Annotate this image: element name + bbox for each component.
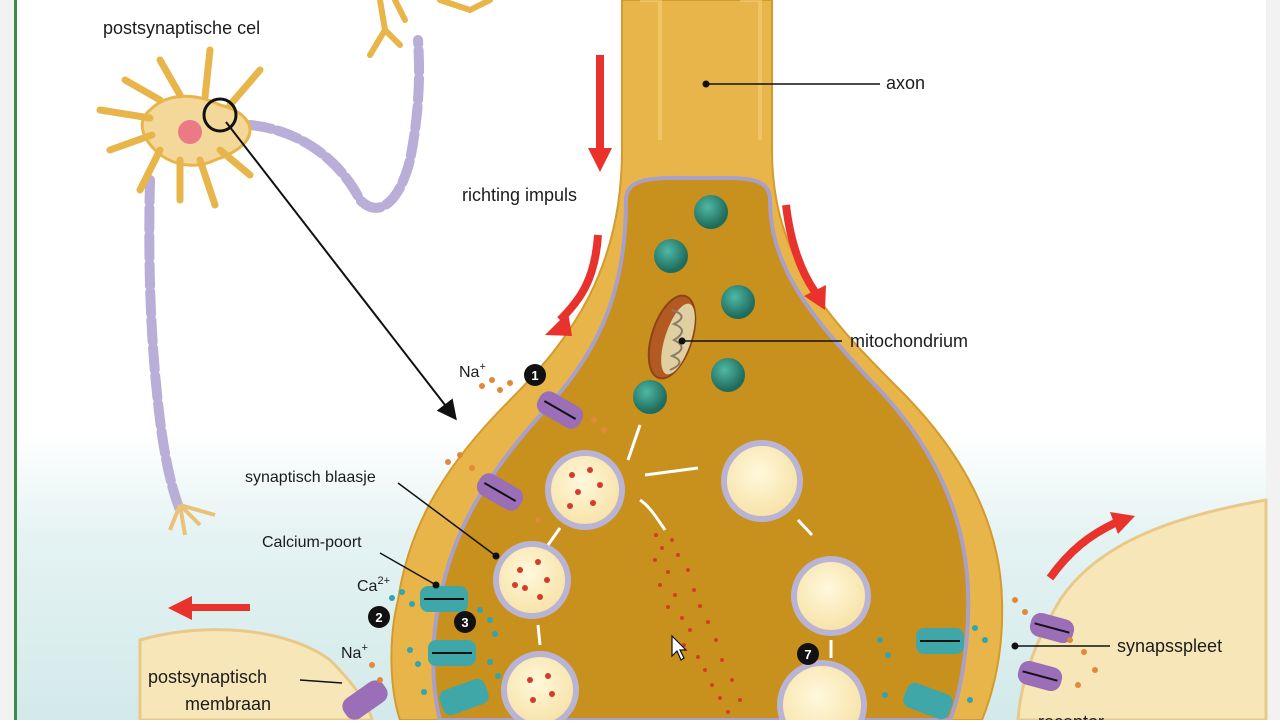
label-postsynaptic-membrane-2: membraan: [185, 694, 271, 714]
label-mitochondrion: mitochondrium: [850, 331, 968, 351]
sodium-channels: [342, 391, 1075, 720]
zoom-arrow: [225, 121, 457, 421]
right-border: [1266, 0, 1280, 720]
cleft-pointer-dot: [1011, 642, 1019, 650]
synaptic-vesicles: [493, 440, 871, 725]
label-synaptic-cleft: synapsspleet: [1117, 636, 1222, 656]
vesicle-pointer-dot: [492, 552, 500, 560]
leader-lines: [299, 83, 1110, 684]
impulse-arrows: [168, 55, 1135, 620]
label-sodium-top: Na+: [459, 361, 486, 381]
label-sodium-bottom-base: Na: [341, 645, 362, 662]
label-calcium: Ca2+: [357, 575, 390, 595]
postsynaptic-membrane-right: [1016, 498, 1268, 722]
mouse-cursor: [671, 634, 688, 661]
step-1-badge: 1: [524, 364, 546, 386]
step-1-number: 1: [531, 368, 538, 383]
label-sodium-top-base: Na: [459, 364, 480, 381]
label-postsynaptic-cell: postsynaptische cel: [103, 18, 260, 38]
neurotransmitter-dots: [653, 533, 742, 714]
neuron-illustration: [96, 0, 493, 536]
step-2-badge: 2: [368, 606, 390, 628]
vesicle-spheres: [633, 195, 755, 414]
label-synaptic-vesicle: synaptisch blaasje: [245, 469, 376, 486]
label-impulse-direction: richting impuls: [462, 185, 577, 205]
label-calcium-gate: Calcium-poort: [262, 534, 362, 551]
left-border: [0, 0, 14, 720]
vesicle-cycle-arrows: [536, 424, 833, 658]
step-7-number: 7: [804, 647, 811, 662]
label-sodium-top-sup: +: [479, 361, 485, 373]
label-calcium-base: Ca: [357, 578, 378, 595]
mito-pointer-dot: [678, 337, 686, 345]
label-calcium-sup: 2+: [377, 575, 390, 587]
label-axon: axon: [886, 73, 925, 93]
axon-pointer-dot: [702, 80, 710, 88]
step-3-badge: 3: [454, 611, 476, 633]
left-border-accent: [14, 0, 17, 720]
label-postsynaptic-membrane-1: postsynaptisch: [148, 667, 267, 687]
label-receptor-partial: receptor: [1038, 712, 1104, 720]
ion-dots: [369, 377, 1098, 703]
mitochondrion: [647, 294, 697, 380]
label-sodium-bottom-sup: +: [361, 642, 367, 654]
step-3-number: 3: [461, 615, 468, 630]
step-7-badge: 7: [797, 643, 819, 665]
step-2-number: 2: [375, 610, 382, 625]
calcium-channels: [420, 586, 964, 720]
calcium-pointer-dot: [432, 581, 440, 589]
label-sodium-bottom: Na+: [341, 642, 368, 662]
